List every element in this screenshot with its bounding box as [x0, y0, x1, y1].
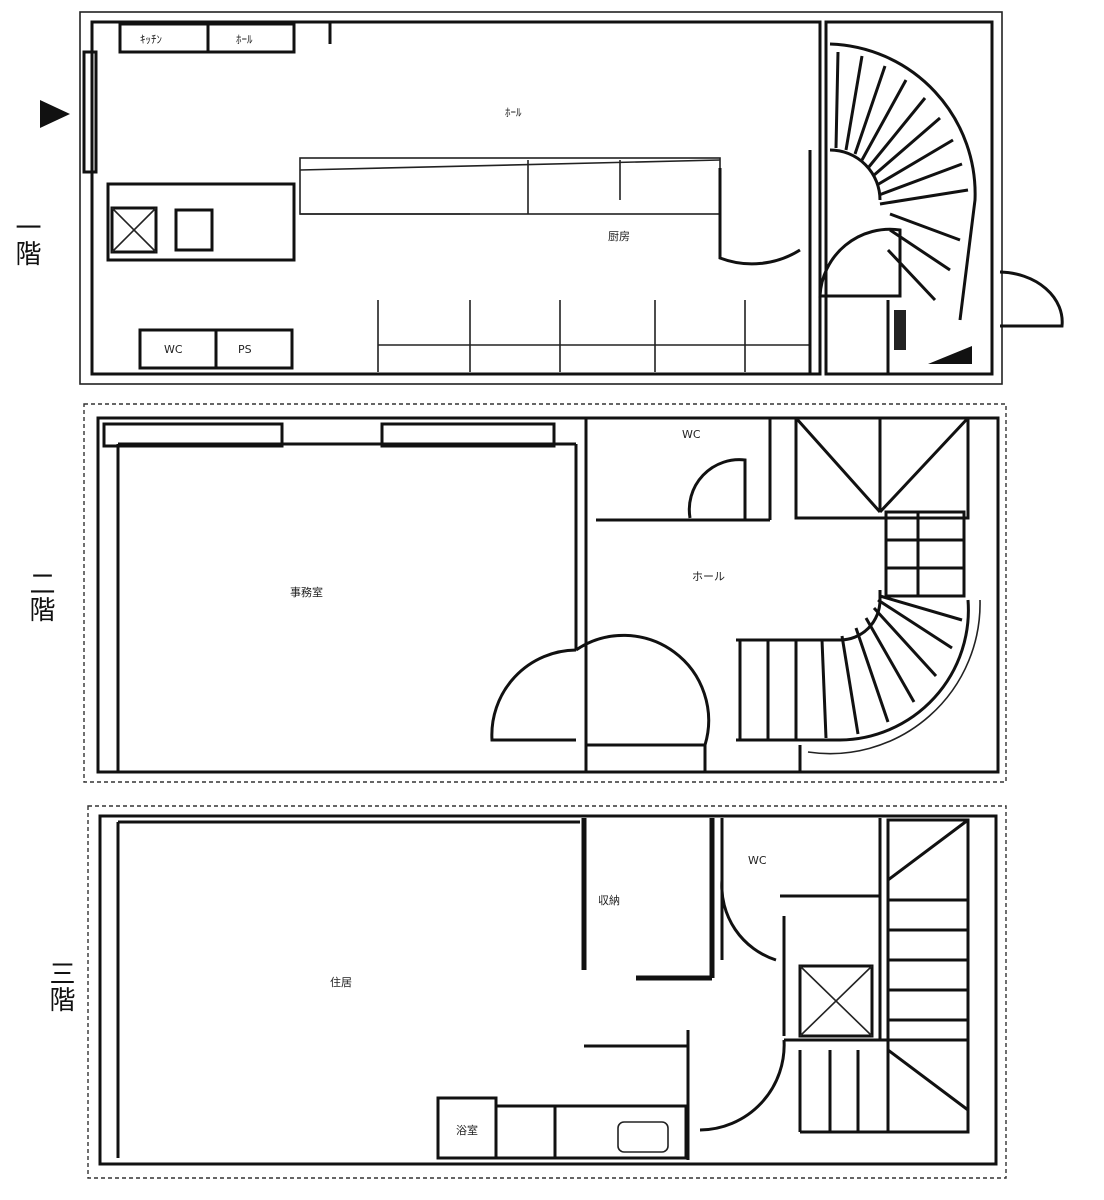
room-label: 厨房	[608, 230, 630, 243]
stair-treads	[834, 51, 969, 302]
fixture-box	[206, 22, 296, 54]
floor-1-label: 一階	[11, 214, 41, 266]
door-swing	[818, 227, 902, 298]
stove-icon	[174, 208, 214, 252]
door-swing	[718, 168, 801, 266]
door-swing	[699, 1039, 786, 1132]
stair-landing	[794, 416, 970, 520]
window	[102, 422, 284, 448]
fixture-box	[214, 328, 294, 370]
floor-3-label: 三階	[45, 960, 75, 1012]
bath-box	[494, 1104, 688, 1160]
room-label: WC	[164, 343, 183, 356]
fixture-box	[118, 22, 210, 54]
door-swing	[720, 879, 777, 962]
door-swing	[999, 270, 1064, 328]
sink-icon	[110, 206, 158, 254]
floor-1-plan: 一階 ﾎｰﾙ 厨房 ｷｯﾁﾝ ﾎｰﾙ WC PS	[11, 11, 1064, 385]
kitchen-block	[106, 182, 296, 262]
room-label: ホール	[692, 570, 725, 583]
room-label: ｷｯﾁﾝ	[140, 33, 162, 46]
stair-treads	[798, 818, 970, 1134]
counter	[299, 157, 721, 215]
room-label: 浴室	[456, 1123, 478, 1137]
room-label: ﾎｰﾙ	[505, 106, 522, 119]
floor-2-label: 二階	[25, 570, 55, 622]
stair-room	[824, 20, 994, 376]
floor-3-plan: 三階 住居 収納 WC 浴室	[45, 805, 1007, 1179]
floor-1-main-walls	[90, 20, 822, 376]
floor-2-plan: 二階 事務室 WC ホール	[25, 403, 1007, 783]
room-label: WC	[682, 428, 701, 441]
window	[82, 50, 98, 174]
spiral-stair-inner	[829, 148, 882, 201]
elevator-icon	[798, 964, 874, 1038]
room-label: 収納	[598, 894, 620, 907]
floor-3-outline	[87, 805, 1007, 1179]
floor-1-outline	[79, 11, 1003, 385]
room-label: WC	[748, 854, 767, 867]
floor-2-outline	[83, 403, 1007, 783]
bathtub-icon	[617, 1121, 669, 1153]
door-swing	[687, 458, 747, 520]
stair-treads	[884, 510, 966, 598]
window	[380, 422, 556, 448]
room-label: PS	[238, 343, 252, 356]
floor-3-walls	[98, 814, 998, 1166]
stair-outer-curve	[736, 599, 970, 742]
entrance-arrow-icon	[40, 100, 70, 128]
room-label: 事務室	[290, 585, 323, 599]
door-swing	[575, 633, 711, 747]
room-label: 住居	[330, 975, 352, 989]
spiral-stair-outer	[829, 42, 977, 321]
door-swing	[490, 648, 577, 742]
stair-treads	[738, 594, 963, 740]
floor-2-walls	[96, 416, 1000, 774]
room-label: ﾎｰﾙ	[236, 33, 253, 46]
